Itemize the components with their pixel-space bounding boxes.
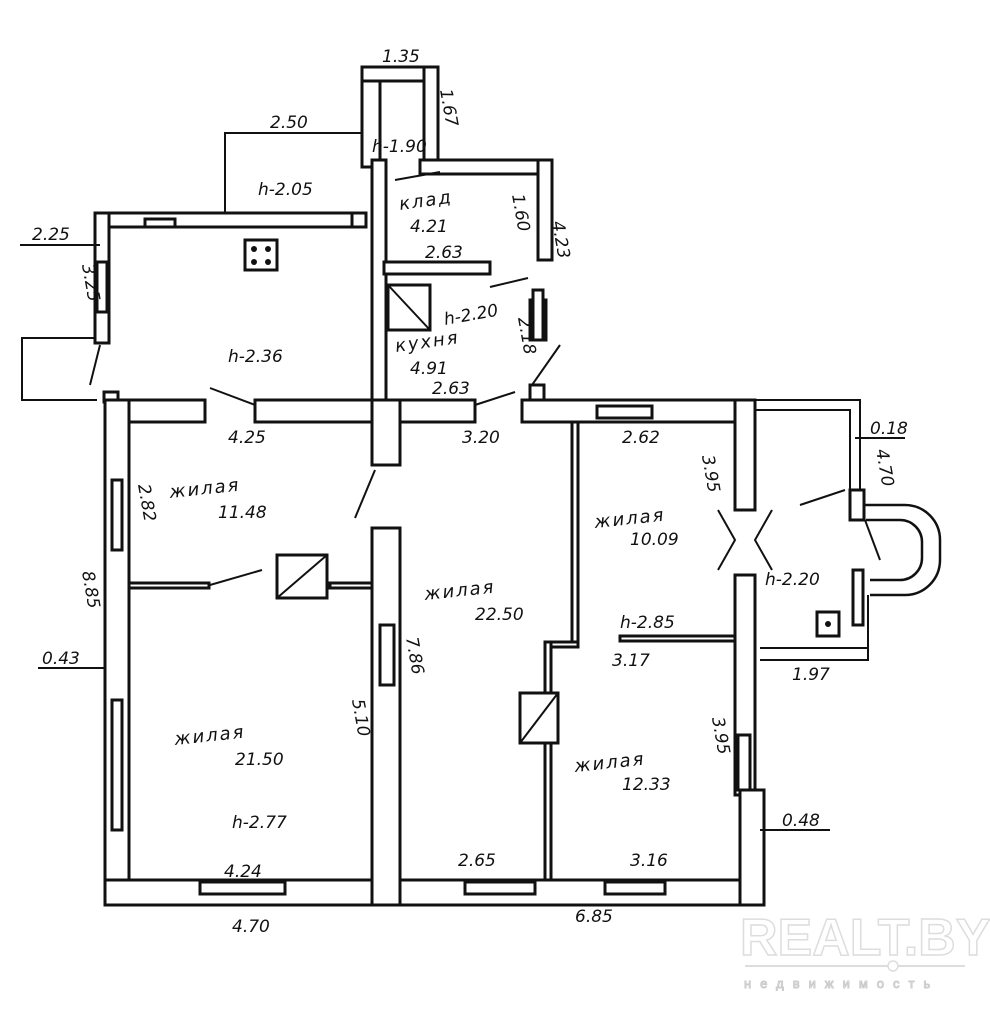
watermark-logo: REALT.BY недвижимость xyxy=(739,908,990,991)
height-label: h-2.36 xyxy=(228,347,283,367)
dimension-label: 2.62 xyxy=(622,428,660,448)
dimension-label: 3.17 xyxy=(612,651,650,671)
windows xyxy=(95,217,865,896)
height-label: h-1.90 xyxy=(372,137,427,157)
ceiling-heights: h-1.90 h-2.05 h-2.20 h-2.36 h-2.85 h-2.2… xyxy=(228,137,820,833)
height-label: h-2.05 xyxy=(258,180,313,200)
dimension-label: 4.70 xyxy=(871,447,897,488)
dimension-label: 3.95 xyxy=(697,453,723,494)
doors xyxy=(89,171,881,586)
dimension-label: 3.95 xyxy=(707,715,733,756)
room-labels: клад 4.21 кухня 4.91 жилая 11.48 жилая 2… xyxy=(167,187,678,795)
dimension-label: 2.63 xyxy=(425,243,463,263)
walls xyxy=(93,65,866,907)
height-label: h-2.20 xyxy=(442,301,499,330)
dimension-label: 0.43 xyxy=(42,649,80,669)
room-area: 12.33 xyxy=(622,775,671,795)
room-name: жилая xyxy=(592,505,666,533)
room-name: жилая xyxy=(572,749,646,777)
dimension-label: 4.25 xyxy=(228,428,266,448)
dimension-label: 3.20 xyxy=(462,428,500,448)
stove-icon xyxy=(243,238,841,638)
dimension-label: 0.48 xyxy=(782,811,820,831)
dimension-label: 1.60 xyxy=(507,192,533,233)
watermark-brand: REALT.BY xyxy=(740,909,990,967)
dimension-label: 2.82 xyxy=(133,482,159,523)
dimension-label: 4.24 xyxy=(224,862,262,882)
room-area: 4.91 xyxy=(410,359,448,379)
room-name: жилая xyxy=(422,577,496,605)
dimension-label: 2.65 xyxy=(458,851,496,871)
dimension-label: 0.18 xyxy=(870,419,908,439)
room-area: 11.48 xyxy=(218,503,267,523)
room-name: жилая xyxy=(167,475,241,503)
dimension-label: 6.85 xyxy=(575,907,613,927)
room-name: кухня xyxy=(394,327,461,357)
dimension-lines xyxy=(20,244,905,831)
height-label: h-2.85 xyxy=(620,613,675,633)
dimension-label: 2.25 xyxy=(32,225,70,245)
room-area: 21.50 xyxy=(235,750,284,770)
dimension-labels: 1.35 1.67 2.50 1.60 4.23 2.25 3.25 2.63 … xyxy=(32,47,908,937)
room-area: 22.50 xyxy=(475,605,524,625)
dimension-label: 8.85 xyxy=(77,569,103,610)
watermark-tagline: недвижимость xyxy=(744,976,939,991)
room-area: 10.09 xyxy=(630,530,679,550)
dimension-label: 4.70 xyxy=(232,917,270,937)
outline-lines xyxy=(21,132,942,661)
dimension-label: 1.35 xyxy=(382,47,420,67)
dimension-label: 1.97 xyxy=(792,665,830,685)
room-name: жилая xyxy=(172,722,246,750)
room-name: клад xyxy=(398,187,454,215)
height-label: h-2.20 xyxy=(765,570,820,590)
room-area: 4.21 xyxy=(410,217,448,237)
chimney-icon xyxy=(275,283,560,745)
dimension-label: 2.50 xyxy=(270,113,308,133)
dimension-label: 2.63 xyxy=(432,379,470,399)
height-label: h-2.77 xyxy=(232,813,287,833)
dimension-label: 3.16 xyxy=(630,851,668,871)
dimension-label: 7.86 xyxy=(401,635,427,676)
dimension-label: 5.10 xyxy=(347,697,373,738)
